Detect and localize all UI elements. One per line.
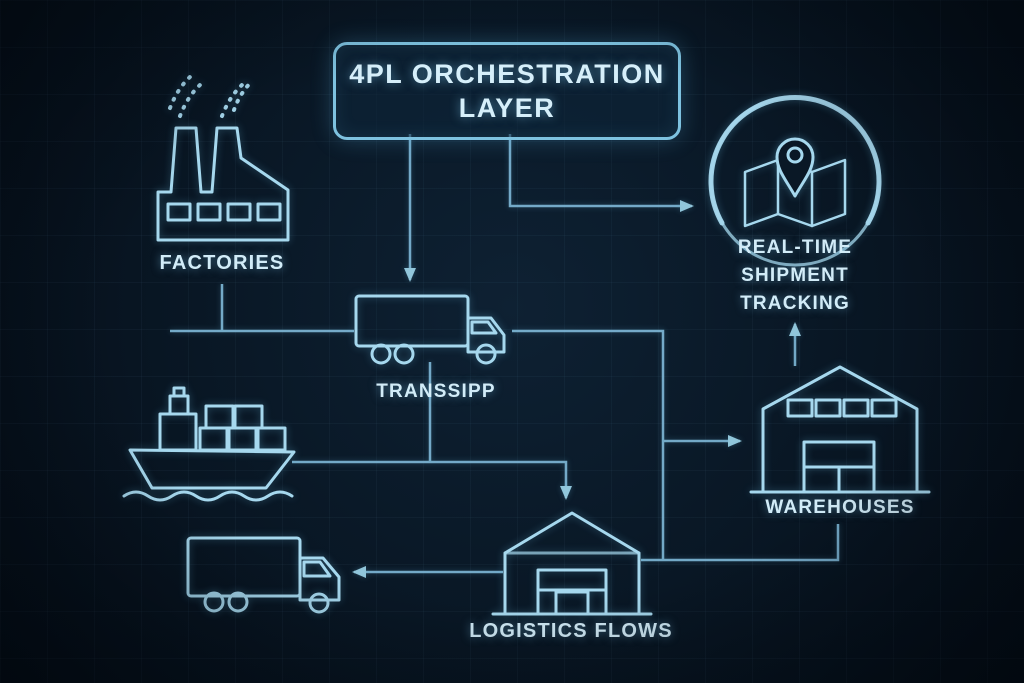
water-wave: [122, 490, 294, 502]
warehouse-icon: [749, 365, 931, 494]
transshipp-label: TRANSSIPP: [376, 381, 496, 402]
tracking-label-line3: TRACKING: [740, 293, 850, 314]
warehouses-label: WAREHOUSES: [765, 497, 915, 518]
orchestration-layer-box: 4PL ORCHESTRATION LAYER: [333, 42, 681, 140]
title-line2: LAYER: [458, 93, 556, 123]
title-line1: 4PL ORCHESTRATION: [349, 59, 665, 89]
cargo-ship-icon: [122, 386, 296, 502]
factory-icon: [156, 74, 290, 242]
tracking-label-line2: SHIPMENT: [741, 265, 849, 286]
logistics-warehouse-icon: [491, 511, 653, 616]
factories-label: FACTORIES: [159, 252, 285, 274]
delivery-truck-icon: [186, 536, 341, 614]
smoke-dots: [168, 74, 255, 118]
transshipp-truck-icon: [354, 294, 506, 365]
tracking-label-line1: REAL-TIME: [737, 237, 853, 258]
tracking-label: REAL-TIME SHIPMENT TRACKING: [695, 234, 895, 318]
logistics-flows-label: LOGISTICS FLOWS: [469, 620, 673, 642]
